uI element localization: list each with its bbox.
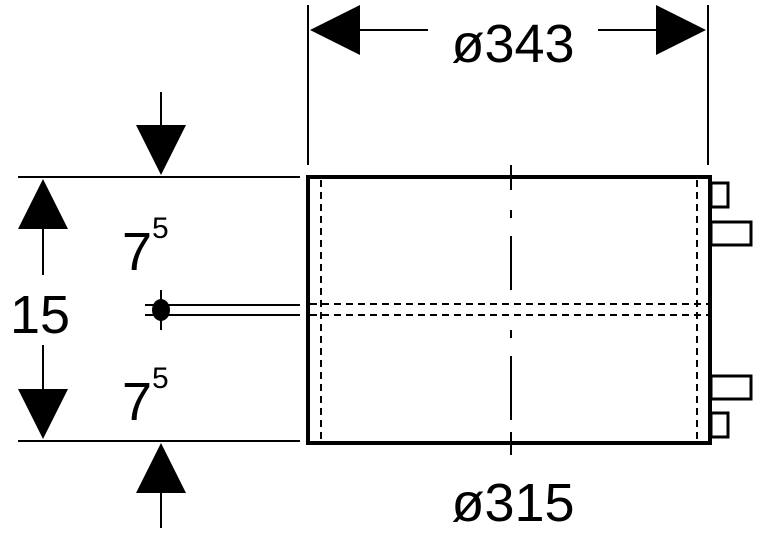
top-arrow-right <box>656 5 706 55</box>
lower-arrow-up <box>136 443 186 493</box>
lower-half-base: 7 <box>122 372 152 432</box>
top-diameter-dimension: ø343 <box>307 5 709 165</box>
midline-dot <box>152 299 170 321</box>
height-arrow-down <box>18 389 68 439</box>
right-side-tabs <box>709 181 753 439</box>
upper-half-label: 75 <box>122 212 169 282</box>
lower-half-sup: 5 <box>152 362 169 395</box>
tab-upper-large <box>709 220 753 247</box>
height-label: 15 <box>10 285 70 345</box>
body-outline <box>306 175 712 445</box>
half-height-dimensions: 75 75 <box>122 92 300 528</box>
top-diameter-label: ø343 <box>451 14 574 74</box>
upper-half-base: 7 <box>122 222 152 282</box>
tab-upper-small <box>709 181 730 209</box>
height-arrow-up <box>18 179 68 229</box>
tab-lower-small <box>709 411 730 439</box>
tab-lower-large <box>709 374 753 401</box>
upper-arrow-down <box>136 125 186 175</box>
top-arrow-left <box>310 5 360 55</box>
lower-half-label: 75 <box>122 362 169 432</box>
height-dimension: 15 <box>10 176 300 442</box>
upper-half-sup: 5 <box>152 212 169 245</box>
bottom-diameter-label: ø315 <box>451 473 574 533</box>
cylinder-body <box>306 165 712 455</box>
